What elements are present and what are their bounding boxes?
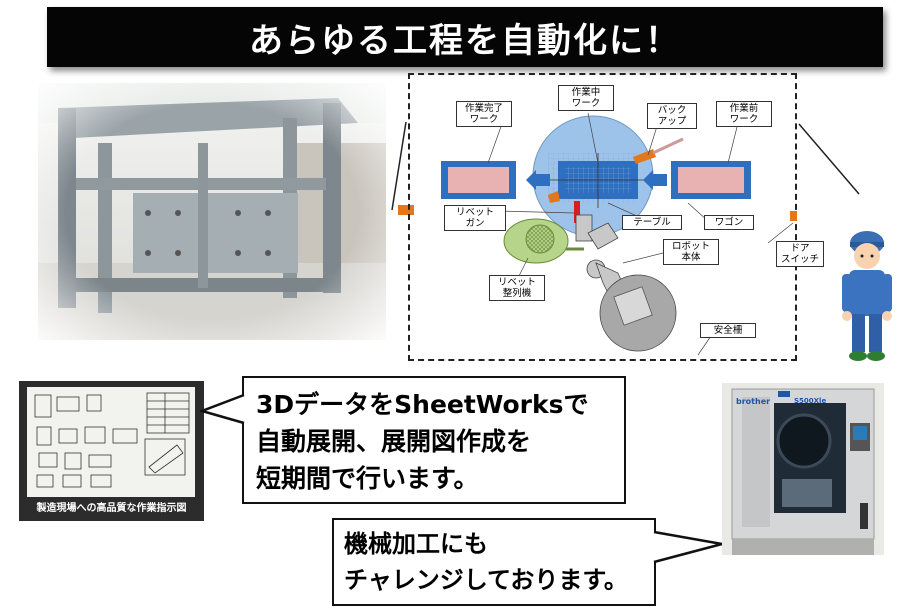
- drawing-sketches: [34, 392, 190, 488]
- label-wagon: ワゴン: [704, 215, 754, 230]
- left-connector-line: [391, 121, 407, 211]
- title-bar: あらゆる工程を自動化に！: [47, 7, 883, 67]
- diagram-drawing: [441, 112, 797, 356]
- drawing-sheet: [27, 387, 195, 497]
- callout-sheetworks-tail: [200, 393, 245, 425]
- label-done-work: 作業完了 ワーク: [456, 101, 512, 127]
- callout-machining: 機械加工にも チャレンジしております。: [332, 518, 656, 606]
- right-connector-line: [798, 123, 860, 195]
- callout-machining-tail: [653, 530, 723, 564]
- label-working: 作業中 ワーク: [558, 85, 614, 111]
- page-title: あらゆる工程を自動化に！: [249, 20, 681, 61]
- steel-frame-image: [38, 83, 386, 340]
- callout-machining-text: 機械加工にも チャレンジしております。: [344, 530, 628, 594]
- label-table: テーブル: [622, 215, 682, 230]
- machining-center-image: [722, 383, 884, 555]
- machining-center-photo: brother S500Xle: [722, 383, 884, 555]
- worker-illustration: [842, 231, 892, 361]
- label-robot: ロボット 本体: [663, 239, 719, 265]
- label-backup: バック アップ: [647, 103, 697, 129]
- drawing-caption: 製造現場への高品質な作業指示図: [36, 503, 187, 514]
- machine-model: S500Xle: [794, 397, 827, 405]
- label-rivet-gun: リベット ガン: [444, 205, 506, 231]
- left-door-switch-marker: [398, 205, 414, 215]
- robot-cell-diagram: 作業完了 ワーク 作業中 ワーク バック アップ 作業前 ワーク リベット ガン…: [408, 73, 824, 361]
- machine-brand: brother: [736, 397, 771, 406]
- callout-sheetworks-text: 3DデータをSheetWorksで 自動展開、展開図作成を 短期間で行います。: [256, 390, 589, 493]
- label-rivet-feeder: リベット 整列機: [489, 275, 545, 301]
- label-safety-fence: 安全柵: [700, 323, 756, 338]
- label-before-work: 作業前 ワーク: [716, 101, 772, 127]
- work-instruction-drawing-photo: 製造現場への高品質な作業指示図: [19, 381, 204, 521]
- frame-photo: [38, 83, 386, 340]
- callout-sheetworks: 3DデータをSheetWorksで 自動展開、展開図作成を 短期間で行います。: [242, 376, 626, 504]
- label-door-switch: ドア スイッチ: [776, 241, 824, 267]
